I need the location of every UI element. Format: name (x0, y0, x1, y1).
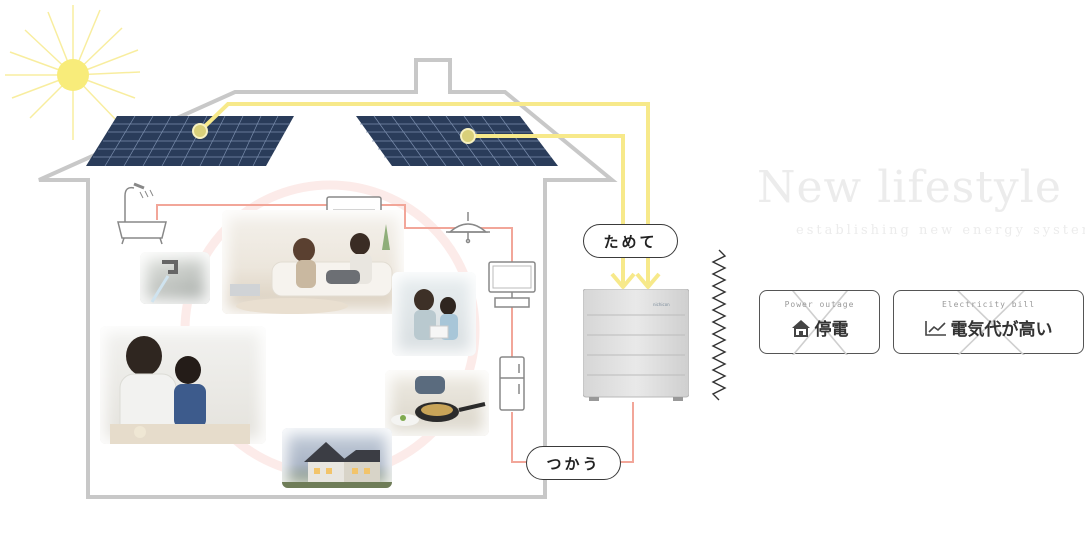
rising-chart-icon (924, 320, 946, 336)
ceiling-light-icon (446, 212, 490, 244)
photo-kitchen-frying-pan (385, 370, 489, 436)
problem-en-label: Power outage (784, 300, 855, 309)
label-use: つかう (526, 446, 621, 480)
battery-brand-logo: nichicon (653, 302, 670, 307)
cross-mark-icon (957, 291, 1025, 355)
photo-living-room (222, 210, 404, 314)
refrigerator-icon (499, 356, 525, 411)
zigzag-divider (711, 249, 727, 401)
bathtub-icon (117, 182, 167, 245)
solar-panel-left (86, 115, 294, 167)
arrow-heads (610, 272, 661, 289)
solar-panel-right (356, 115, 558, 167)
panel-junction-right (460, 128, 476, 144)
storage-battery: nichicon (582, 288, 690, 401)
house-outline (38, 58, 618, 499)
heading-title: New lifestyle (757, 162, 1062, 213)
panel-junction-left (192, 123, 208, 139)
photo-parent-child-reading (392, 272, 476, 356)
problem-ja-label: 停電 (814, 320, 849, 340)
photo-house-at-dusk (282, 428, 392, 488)
photo-father-son-cooking (100, 326, 266, 444)
sun-icon (5, 5, 141, 140)
problem-en-label: Electricity bill (941, 300, 1036, 309)
cross-mark-icon (792, 291, 848, 355)
house-icon (791, 319, 810, 337)
heading-subtitle: establishing new energy systems (796, 223, 1085, 238)
label-store: ためて (583, 224, 678, 258)
problem-card-power-outage: Power outage 停電 (759, 290, 880, 355)
problem-ja-label: 電気代が高い (950, 320, 1053, 340)
television-icon (488, 261, 536, 308)
photo-faucet (140, 252, 210, 304)
problem-card-electricity-bill: Electricity bill 電気代が高い (893, 290, 1084, 355)
